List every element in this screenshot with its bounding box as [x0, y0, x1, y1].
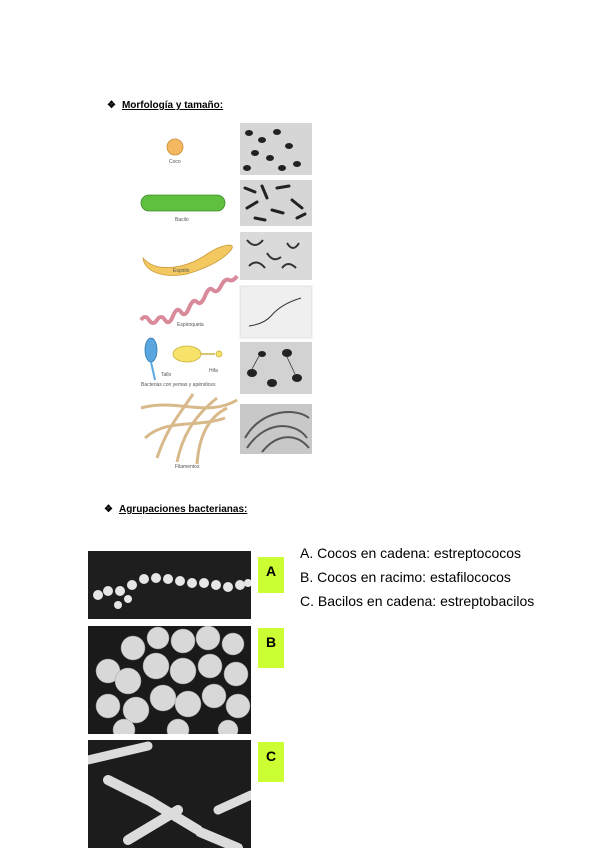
description-b: B. Cocos en racimo: estafilococos — [300, 569, 511, 585]
label-filamentos: Filamentos — [175, 464, 200, 470]
coco-drawing — [166, 138, 184, 156]
morphology-figure: Coco Bacilo Espirilo Espiroqueta Tallo H… — [139, 123, 313, 470]
filamentos-drawing — [140, 393, 238, 465]
heading-text: Morfología y tamaño: — [121, 100, 224, 111]
espiroqueta-photo — [239, 285, 313, 339]
label-bacilo: Bacilo — [175, 217, 189, 223]
panel-tag-a: A — [258, 557, 284, 593]
bullet-icon: ❖ — [107, 100, 116, 111]
heading-text: Agrupaciones bacterianas: — [118, 504, 248, 515]
label-tallo: Tallo — [161, 372, 172, 378]
label-yemas: Bacterias con yemas y apéndices — [141, 382, 216, 388]
espiroqueta-drawing — [139, 274, 239, 325]
description-c: C. Bacilos en cadena: estreptobacilos — [300, 593, 535, 609]
bullet-icon: ❖ — [104, 504, 113, 515]
hifa-bud-drawing — [172, 345, 202, 363]
photo-staphylococci — [88, 626, 251, 734]
yemas-photo — [240, 342, 312, 394]
photo-streptobacilli — [88, 740, 251, 848]
panel-tag-c: C — [258, 742, 284, 782]
yema-drawing — [144, 337, 158, 363]
label-coco: Coco — [169, 159, 181, 165]
section-heading-morphology: ❖ Morfología y tamaño: — [107, 100, 223, 111]
section-heading-groupings: ❖ Agrupaciones bacterianas: — [104, 504, 247, 515]
bacilo-drawing — [140, 194, 226, 212]
espirilo-photo — [240, 232, 312, 280]
photo-streptococci — [88, 551, 251, 619]
grouping-descriptions: A. Cocos en cadena: estreptococos B. Coc… — [300, 545, 595, 617]
label-hifa: Hifa — [209, 368, 218, 374]
label-espiroqueta: Espiroqueta — [177, 322, 204, 328]
description-a: A. Cocos en cadena: estreptococos — [300, 545, 522, 561]
panel-tag-b: B — [258, 628, 284, 668]
espirilo-drawing — [142, 244, 233, 276]
label-espirilo: Espirilo — [173, 268, 190, 274]
